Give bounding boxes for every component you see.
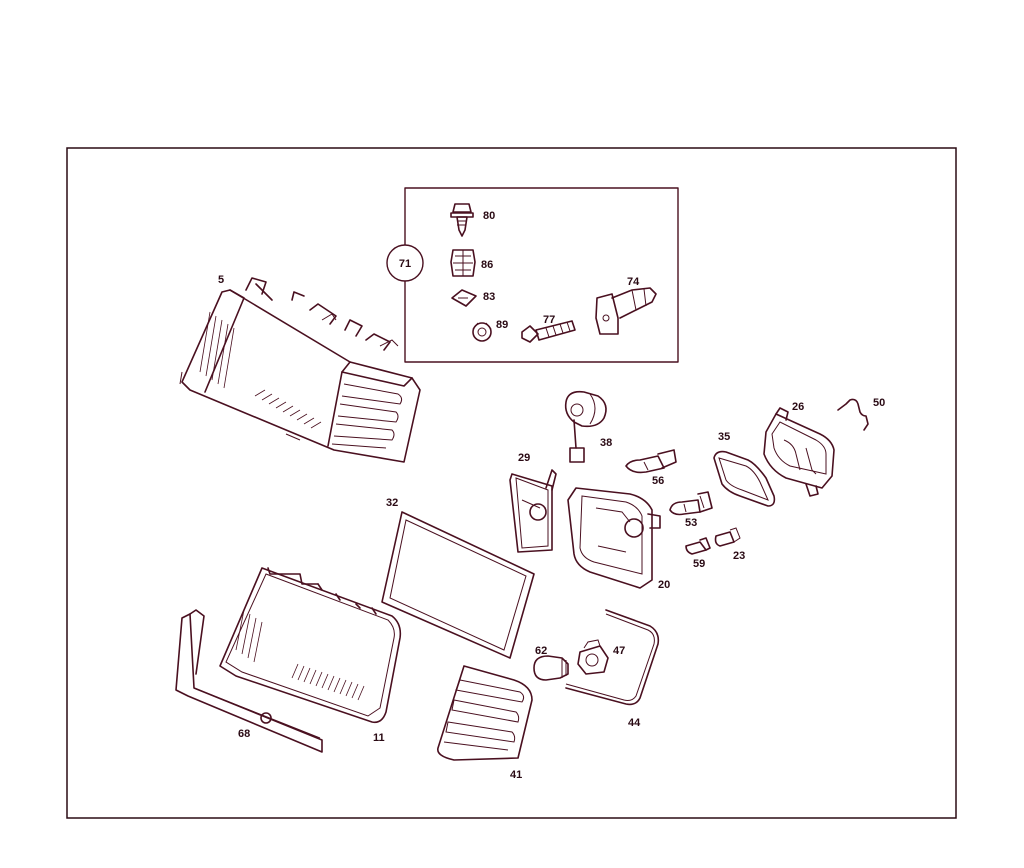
label-38: 38	[600, 437, 612, 449]
bulb-62	[533, 655, 569, 681]
hardware-inset: 71	[386, 187, 679, 363]
nut-89	[472, 322, 492, 342]
label-83: 83	[483, 291, 495, 303]
spring-nut-83	[451, 289, 477, 307]
label-35: 35	[718, 431, 730, 443]
headlamp-assembly-5	[179, 277, 421, 463]
housing-26	[763, 407, 835, 497]
label-89: 89	[496, 319, 508, 331]
bulb-23	[714, 527, 741, 547]
clip-nut-86	[450, 249, 476, 277]
socket-47	[577, 639, 609, 675]
bulb-53	[669, 491, 713, 516]
group-label: 71	[399, 258, 411, 270]
screw-80	[450, 203, 474, 237]
label-80: 80	[483, 210, 495, 222]
label-20: 20	[658, 579, 670, 591]
trim-strip-68	[175, 609, 323, 753]
bulb-59	[685, 537, 711, 555]
label-29: 29	[518, 452, 530, 464]
label-11: 11	[373, 732, 385, 744]
gasket-35	[713, 450, 776, 507]
label-77: 77	[543, 314, 555, 326]
label-68: 68	[238, 728, 250, 740]
label-41: 41	[510, 769, 522, 781]
indicator-lens-41	[437, 665, 533, 761]
label-56: 56	[652, 475, 664, 487]
clip-74	[595, 287, 657, 335]
gasket-frame-32	[381, 511, 535, 659]
group-callout-circle	[386, 244, 424, 282]
label-47: 47	[613, 645, 625, 657]
label-44: 44	[628, 717, 641, 729]
diagram-frame	[66, 147, 957, 819]
label-62: 62	[535, 645, 547, 657]
label-53: 53	[685, 517, 697, 529]
label-23: 23	[733, 550, 745, 562]
bulb-56	[625, 449, 677, 474]
label-59: 59	[693, 558, 705, 570]
bolt-77	[521, 320, 576, 343]
reflector-20	[567, 487, 661, 589]
spring-clip-50	[837, 398, 869, 431]
bulb-socket-38	[564, 390, 607, 463]
label-26: 26	[792, 401, 804, 413]
label-5: 5	[218, 274, 224, 286]
reflector-bracket-29	[509, 469, 557, 553]
label-32: 32	[386, 497, 398, 509]
label-50: 50	[873, 397, 885, 409]
label-74: 74	[627, 276, 640, 288]
label-86: 86	[481, 259, 493, 271]
seal-strip-44	[565, 609, 660, 706]
lens-11	[219, 567, 402, 724]
